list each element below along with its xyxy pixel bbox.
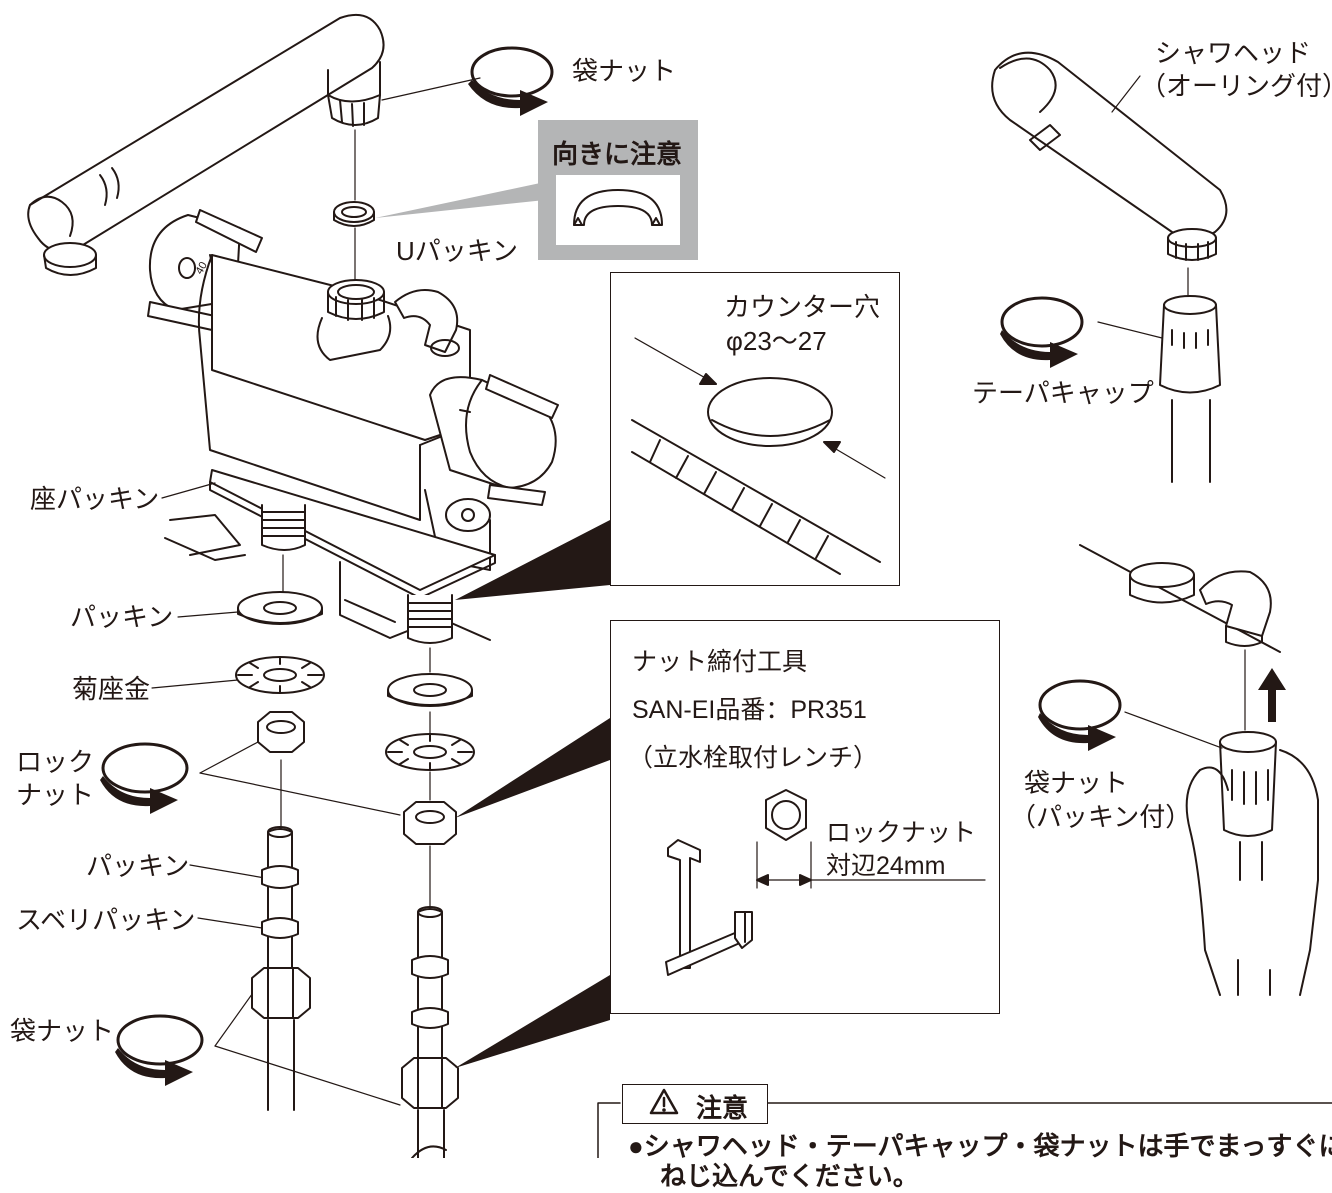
rotate-arrow-taper-icon <box>1000 296 1084 368</box>
tool-box <box>610 620 1000 1014</box>
label-packing2: パッキン <box>86 851 190 881</box>
label-kiku-zagane: 菊座金 <box>72 674 151 704</box>
label-lock: ロック <box>16 747 95 777</box>
label-suberi-packing: スベリパッキン <box>16 905 196 935</box>
label-shower-head: シャワヘッド <box>1155 38 1312 68</box>
label-fukuro-nut-right: 袋ナット <box>1024 768 1129 798</box>
left-stud <box>261 504 306 596</box>
label-o-ring: （オーリング付） <box>1140 71 1332 101</box>
counter-hole-box <box>610 272 900 586</box>
u-packing <box>333 201 375 227</box>
taper-cap <box>1097 295 1221 483</box>
spout <box>27 14 385 276</box>
label-counter-dia: φ23〜27 <box>726 326 827 356</box>
label-packing-tsuki: （パッキン付） <box>1010 802 1192 832</box>
caution-heading-box <box>622 1084 768 1124</box>
label-muki-chui: 向きに注意 <box>552 139 683 169</box>
caution-line-2: ねじ込んでください。 <box>660 1161 919 1191</box>
label-za-packing: 座パッキン <box>30 484 160 514</box>
rotate-arrow-nut-icon <box>115 1014 204 1086</box>
shower-head <box>991 51 1228 296</box>
hand-with-nut <box>1124 711 1319 996</box>
rotate-arrow-icon <box>468 46 554 116</box>
label-fukuro-nut-bottom: 袋ナット <box>10 1016 115 1046</box>
locknut-hex-drawing <box>756 789 986 889</box>
tool-name: （立水栓取付レンチ） <box>628 744 879 772</box>
label-packing1: パッキン <box>70 602 174 632</box>
rotate-arrow-right-icon <box>1038 679 1122 751</box>
left-parts <box>235 591 325 1111</box>
warning-triangle-icon <box>649 1088 679 1115</box>
right-stud <box>407 594 453 673</box>
label-u-packing: Uパッキン <box>396 236 518 266</box>
right-parts <box>385 673 475 1158</box>
mixer-body <box>147 209 559 599</box>
counter-hole-detail <box>631 337 886 575</box>
outlet-elbow <box>1079 544 1286 731</box>
tool-locknut-label: ロックナット <box>826 819 977 847</box>
caution-line-1: ●シャワヘッド・テーパキャップ・袋ナットは手でまっすぐに <box>628 1131 1332 1161</box>
rotate-arrow-lock-icon <box>100 742 189 814</box>
label-taper-cap: テーパキャップ <box>972 378 1154 408</box>
label-lock-nut: ナット <box>16 780 95 810</box>
label-fukuro-nut-top: 袋ナット <box>572 56 677 86</box>
label-counter-hole: カウンター穴 <box>724 292 881 322</box>
wrench-tool-drawing <box>665 839 753 976</box>
tool-model: SAN-EI品番：PR351 <box>632 696 867 724</box>
faucet-installation-diagram <box>27 14 1332 1158</box>
tool-size-label: 対辺24mm <box>826 852 946 880</box>
caution-heading: 注意 <box>696 1093 749 1123</box>
tool-title: ナット締付工具 <box>632 648 808 676</box>
